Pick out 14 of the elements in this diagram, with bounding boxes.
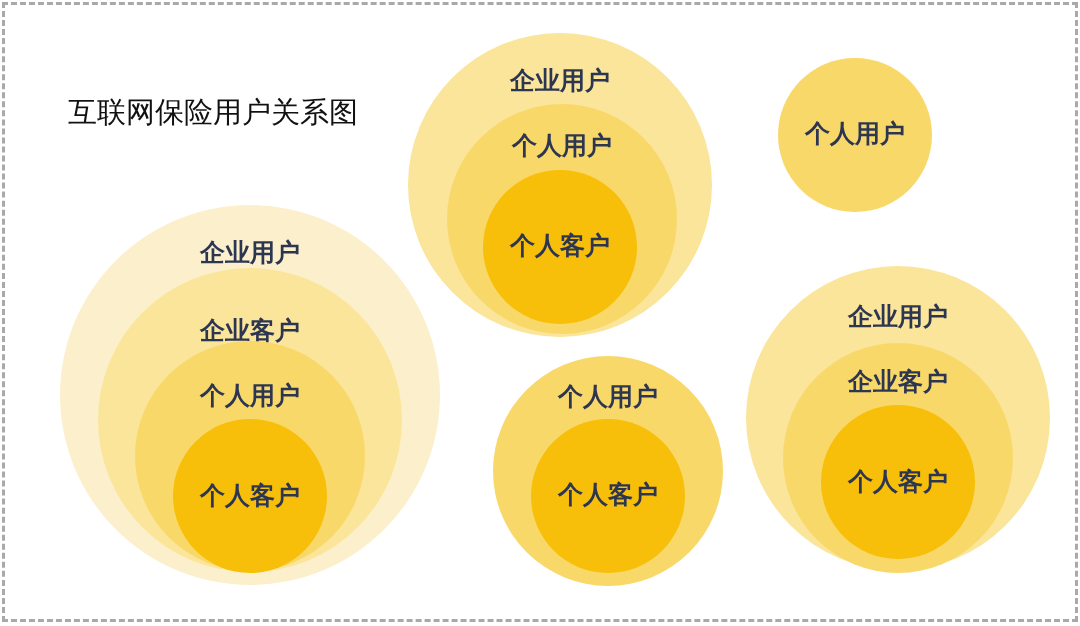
- set-label: 个人用户: [558, 381, 658, 411]
- set-label: 企业用户: [848, 301, 948, 331]
- set-label: 企业客户: [848, 366, 948, 396]
- set-label: 个人客户: [200, 480, 300, 510]
- set-label: 个人客户: [848, 466, 948, 496]
- set-label: 企业用户: [200, 237, 300, 267]
- set-label: 个人客户: [510, 230, 610, 260]
- set-label: 企业用户: [510, 65, 610, 95]
- diagram-title: 互联网保险用户关系图: [68, 95, 358, 130]
- set-label: 企业客户: [200, 315, 300, 345]
- set-label: 个人用户: [200, 380, 300, 410]
- set-label: 个人用户: [512, 130, 612, 160]
- set-label: 个人用户: [805, 118, 905, 148]
- set-label: 个人客户: [558, 479, 658, 509]
